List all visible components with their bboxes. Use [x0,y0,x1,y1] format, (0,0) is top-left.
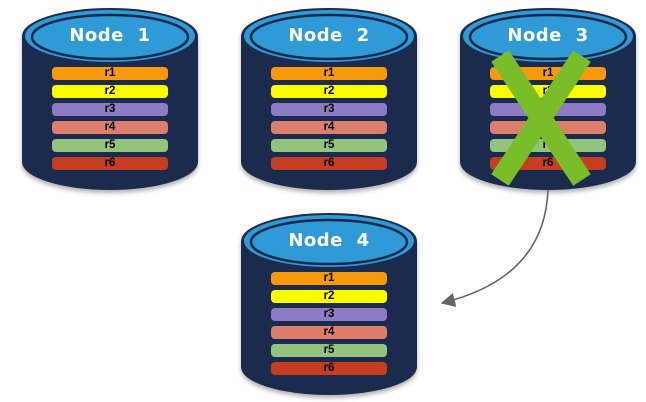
replica-bar-r6: r6 [271,156,387,171]
replica-bar-r5: r5 [271,138,387,153]
failure-x-icon [491,50,591,186]
replica-bar-r6: r6 [52,156,168,171]
replica-bar-r2: r2 [52,84,168,99]
node-title: Node 2 [288,25,370,46]
replica-bar-r4: r4 [271,120,387,135]
node-3: Node 3 r1 r2 r3 r4 r5 r6 [460,5,636,191]
replica-bar-r5: r5 [271,343,387,358]
replica-bar-r3: r3 [271,102,387,117]
replica-stack: r1 r2 r3 r4 r5 r6 [271,272,387,376]
replica-stack: r1 r2 r3 r4 r5 r6 [271,67,387,171]
replica-bar-r2: r2 [271,289,387,304]
replica-bar-r5: r5 [52,138,168,153]
node-2: Node 2 r1 r2 r3 r4 r5 r6 [241,5,417,191]
replica-bar-r1: r1 [52,67,168,81]
replica-bar-r3: r3 [52,102,168,117]
replica-bar-r1: r1 [271,272,387,286]
replica-bar-r2: r2 [271,84,387,99]
replica-bar-r1: r1 [271,67,387,81]
node-title: Node 4 [288,230,370,251]
replica-stack: r1 r2 r3 r4 r5 r6 [52,67,168,171]
replica-bar-r6: r6 [271,361,387,376]
node-1: Node 1 r1 r2 r3 r4 r5 r6 [22,5,198,191]
replica-bar-r4: r4 [52,120,168,135]
node-title: Node 1 [69,25,151,46]
node-4: Node 4 r1 r2 r3 r4 r5 r6 [241,210,417,396]
replica-bar-r4: r4 [271,325,387,340]
replica-bar-r3: r3 [271,307,387,322]
node-title: Node 3 [507,25,589,46]
